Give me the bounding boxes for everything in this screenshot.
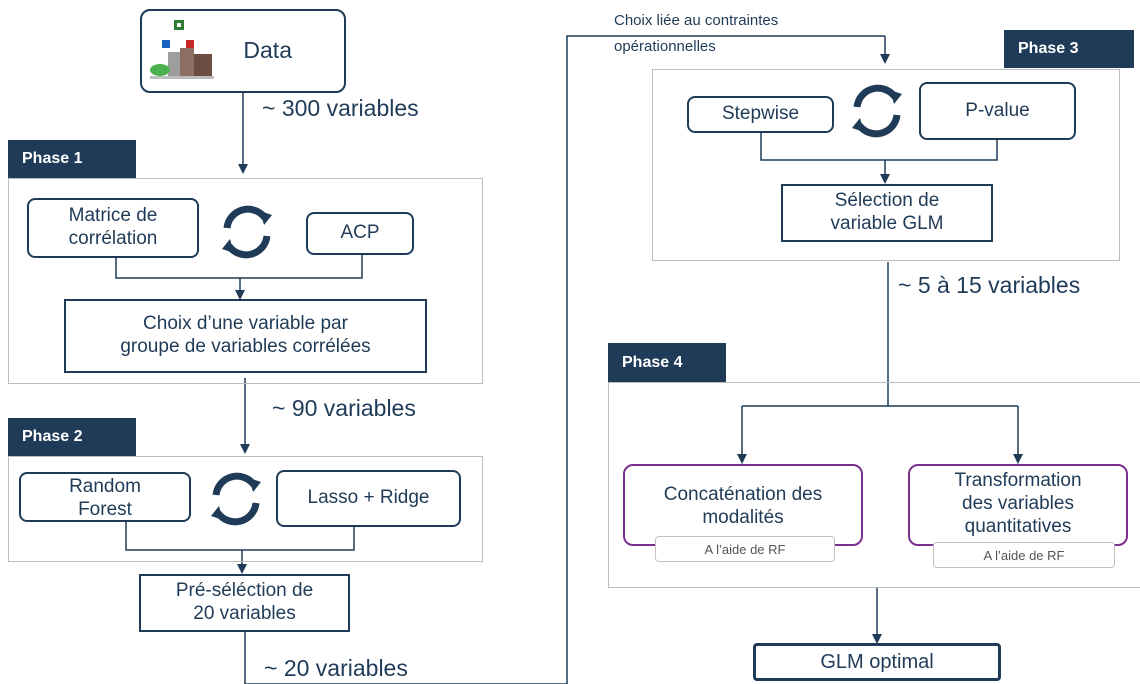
selection-line2: variable GLM — [830, 213, 944, 234]
lasso-ridge-box: Lasso + Ridge — [276, 470, 461, 527]
random-forest-box: Random Forest — [19, 472, 191, 522]
choix-line1: Choix d’une variable par — [143, 313, 348, 335]
constraint-note-line2: opérationnelles — [614, 38, 716, 55]
selection-line1: Sélection de — [834, 190, 940, 212]
preselection-box: Pré-séléction de 20 variables — [139, 574, 350, 632]
preselection-line1: Pré-séléction de — [175, 580, 314, 602]
transformation-rf-note: A l’aide de RF — [933, 542, 1115, 568]
acp-box: ACP — [306, 212, 414, 255]
concatenation-box: Concaténation des modalités — [623, 464, 863, 546]
choix-line2: groupe de variables corrélées — [120, 336, 371, 357]
phase3-tag: Phase 3 — [1004, 30, 1134, 68]
line-stepwise-merge — [760, 132, 885, 161]
lasso-ridge-label: Lasso + Ridge — [307, 487, 430, 509]
phase1-frame — [8, 178, 483, 384]
stepwise-box: Stepwise — [687, 96, 834, 133]
phase1-tag: Phase 1 — [8, 140, 136, 178]
cycle-icon-phase1 — [222, 205, 272, 259]
pvalue-box: P-value — [919, 82, 1076, 140]
phase3-frame — [652, 69, 1120, 261]
count-90: ~ 90 variables — [272, 395, 416, 421]
phase2-tag: Phase 2 — [8, 418, 136, 456]
data-label: Data — [243, 37, 292, 64]
cycle-icon-phase2 — [211, 472, 261, 526]
choix-variable-box: Choix d’une variable par groupe de varia… — [64, 299, 427, 373]
transform-line1: Transformation — [954, 470, 1082, 491]
matrice-line2: corrélation — [68, 228, 158, 249]
concat-line1: Concaténation des — [663, 484, 823, 505]
concatenation-rf-note: A l’aide de RF — [655, 536, 835, 562]
line-lasso-merge — [242, 527, 355, 551]
glm-optimal-label: GLM optimal — [820, 651, 934, 673]
line-pvalue-merge — [885, 140, 998, 161]
preselection-line2: 20 variables — [193, 603, 296, 624]
line-matrice-merge — [115, 257, 240, 279]
phase4-frame — [608, 382, 1140, 588]
rf-line2: Forest — [78, 498, 132, 520]
line-phase2-to-phase3 — [244, 35, 885, 684]
transform-line3: quantitatives — [964, 515, 1072, 537]
phase2-frame — [8, 456, 483, 562]
data-box: Data — [140, 9, 346, 93]
count-20: ~ 20 variables — [264, 655, 408, 681]
line-acp-merge — [240, 255, 363, 279]
line-rf-merge — [125, 522, 242, 551]
stepwise-label: Stepwise — [721, 103, 800, 125]
count-5-15: ~ 5 à 15 variables — [898, 272, 1081, 298]
phase4-tag: Phase 4 — [608, 343, 726, 382]
acp-label: ACP — [340, 222, 380, 244]
concat-line2: modalités — [702, 506, 784, 528]
cycle-icon-phase3 — [852, 84, 902, 138]
rf-line1: Random — [69, 476, 141, 497]
pvalue-label: P-value — [965, 99, 1030, 121]
glm-optimal-box: GLM optimal — [753, 643, 1001, 681]
transform-line2: des variables — [962, 492, 1074, 514]
count-300: ~ 300 variables — [262, 95, 419, 121]
data-icon — [150, 20, 214, 79]
transformation-box: Transformation des variables quantitativ… — [908, 464, 1128, 546]
matrice-correlation-box: Matrice de corrélation — [27, 198, 199, 258]
constraint-note-line1: Choix liée au contraintes — [614, 12, 779, 29]
selection-glm-box: Sélection de variable GLM — [781, 184, 993, 242]
matrice-line1: Matrice de — [68, 205, 158, 227]
